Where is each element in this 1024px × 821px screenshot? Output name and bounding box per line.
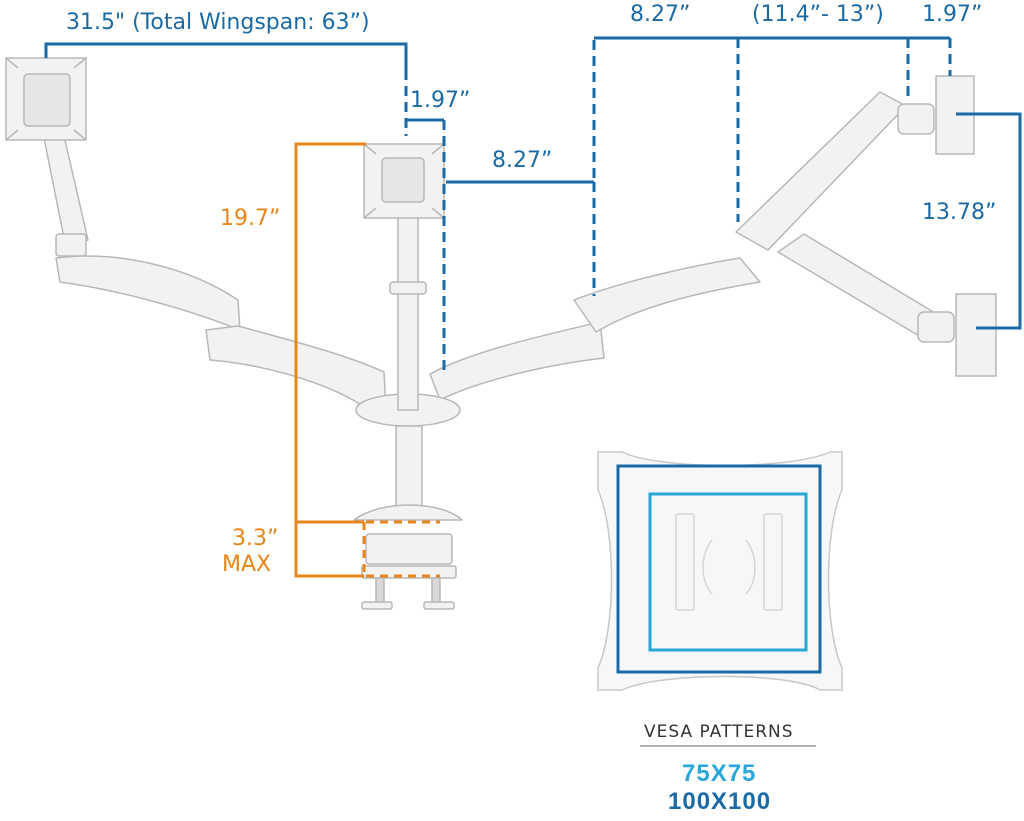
- vesa-slot-right: [763, 513, 783, 611]
- clamp-body: [365, 533, 453, 565]
- right-lower-gas-arm: [777, 233, 941, 341]
- right-lower-vesa-plate: [955, 293, 997, 377]
- left-tilt-joint: [55, 233, 87, 257]
- clamp-knob-left: [361, 601, 393, 610]
- orange-dimension-lines: [294, 142, 440, 578]
- right-upper-gas-arm: [735, 91, 907, 251]
- vesa-plate-body: [597, 451, 843, 691]
- right-outer-arm: [573, 257, 761, 333]
- clamp-screw-left: [375, 577, 385, 605]
- right-upper-joint: [897, 103, 935, 135]
- blue-dimension-lines: [44, 36, 1022, 370]
- right-range-label: (11.4”- 13”): [752, 2, 884, 27]
- left-gas-spring: [43, 135, 89, 249]
- right-offset-label: 1.97”: [922, 2, 983, 27]
- vertical-spacing-label: 13.78”: [922, 200, 997, 225]
- monitor-mount-illustration: [5, 57, 997, 610]
- vesa-slot-left: [675, 513, 695, 611]
- vesa-center-mark: [702, 539, 756, 595]
- vesa-75-outline: [648, 492, 808, 652]
- clamp-screw-right: [431, 577, 441, 605]
- vesa-100-label: 100X100: [668, 788, 772, 815]
- clamp-max-label: 3.3”: [232, 526, 279, 551]
- right-lower-joint: [917, 311, 955, 343]
- wingspan-label: 31.5" (Total Wingspan: 63”): [66, 10, 370, 35]
- clamp-max-word: MAX: [222, 552, 272, 577]
- right-inner-arm: [429, 321, 605, 401]
- vertical-spacing-dim-line: [956, 112, 1022, 330]
- pole-collar: [389, 281, 427, 295]
- lower-post: [395, 425, 423, 511]
- center-vesa-center: [381, 157, 425, 203]
- vesa-plate-detail: [597, 451, 843, 691]
- vesa-patterns-title: VESA PATTERNS: [644, 722, 794, 742]
- left-outer-arm: [55, 255, 241, 331]
- clamp-knob-right: [423, 601, 455, 610]
- clamp-base-plate: [353, 504, 463, 521]
- right-arm-top-label: 8.27”: [630, 2, 691, 27]
- center-pole: [397, 213, 419, 411]
- vesa-100-outline: [616, 464, 822, 674]
- pole-height-label: 19.7”: [220, 206, 281, 231]
- wingspan-dim-line: [44, 42, 408, 70]
- center-arm-label: 8.27”: [492, 148, 553, 173]
- right-upper-vesa-plate: [935, 75, 975, 155]
- center-offset-label: 1.97”: [410, 88, 471, 113]
- vesa-75-label: 75X75: [682, 760, 757, 787]
- left-vesa-center: [23, 73, 71, 127]
